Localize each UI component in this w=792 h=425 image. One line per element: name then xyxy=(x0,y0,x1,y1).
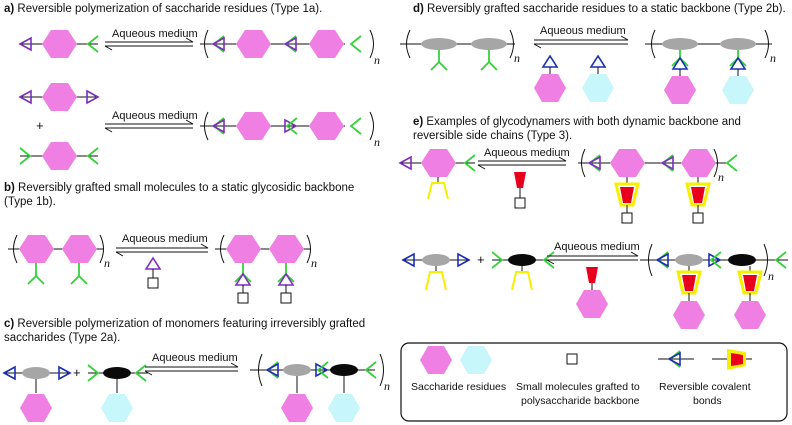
n-subscript: n xyxy=(384,379,390,393)
caption-b-text: Reversibly grafted small molecules to a … xyxy=(4,182,355,208)
caption-a-letter: a) xyxy=(4,3,15,15)
legend-small-molecule-line1: Small molecules grafted to xyxy=(516,381,640,393)
equilibrium-arrow xyxy=(104,37,194,51)
n-subscript: n xyxy=(374,53,380,67)
arrow-label: Aqueous medium xyxy=(554,241,640,253)
n-subscript: n xyxy=(374,135,380,149)
legend-small-molecule-square xyxy=(566,353,578,365)
n-subscript: n xyxy=(104,256,110,270)
legend-box: Saccharide residues Small molecules graf… xyxy=(400,342,788,422)
panel-e-row1: Aqueous medium n xyxy=(398,147,738,224)
purple-triangle-icon xyxy=(144,256,162,270)
panel-e-row2: + Aqueous medium n xyxy=(401,241,788,329)
plus-sign: + xyxy=(73,365,81,380)
caption-e: e) Examples of glycodynamers with both d… xyxy=(413,115,788,143)
arrow-label: Aqueous medium xyxy=(484,147,570,159)
small-molecule-square xyxy=(147,277,159,289)
plus-sign: + xyxy=(36,118,44,133)
caption-a: a) Reversible polymerization of sacchari… xyxy=(4,2,394,16)
saccharide-hexagon xyxy=(42,30,77,58)
caption-c: c) Reversible polymerization of monomers… xyxy=(4,317,374,345)
caption-b: b) Reversibly grafted small molecules to… xyxy=(4,181,376,209)
purple-triangle-icon xyxy=(18,36,32,52)
caption-d-text: Reversibly grafted saccharide residues t… xyxy=(423,3,786,15)
caption-d-letter: d) xyxy=(413,3,424,15)
arrow-label: Aqueous medium xyxy=(122,233,208,245)
caption-e-letter: e) xyxy=(413,116,424,128)
arrow-label: Aqueous medium xyxy=(152,352,238,364)
caption-c-text: Reversible polymerization of monomers fe… xyxy=(4,318,366,344)
legend-small-molecule-line2: polysaccharide backbone xyxy=(521,395,640,407)
panel-d: n Aqueous medium n xyxy=(400,25,776,104)
caption-d: d) Reversibly grafted saccharide residue… xyxy=(413,2,788,16)
legend-saccharide-pink xyxy=(420,346,452,374)
green-fork-icon xyxy=(86,35,99,53)
panel-a-row2: + Aqueous medium n xyxy=(18,83,380,170)
panel-c: + Aqueous medium n xyxy=(2,352,390,422)
red-trapezoid-icon xyxy=(514,172,526,188)
panel-b: n Aqueous medium n xyxy=(8,233,317,304)
arrow-label: Aqueous medium xyxy=(112,28,198,40)
plus-sign: + xyxy=(477,252,485,267)
legend-saccharide-label: Saccharide residues xyxy=(411,381,506,393)
panel-a-row1: Aqueous medium n xyxy=(18,28,380,67)
caption-b-letter: b) xyxy=(4,182,15,194)
n-subscript: n xyxy=(770,51,776,65)
legend-saccharide-cyan xyxy=(460,346,492,374)
caption-a-text: Reversible polymerization of saccharide … xyxy=(14,3,323,15)
n-subscript: n xyxy=(311,256,317,270)
legend-blue-triangle-icon xyxy=(667,351,681,367)
arrow-label: Aqueous medium xyxy=(540,25,626,37)
legend-covalent-line1: Reversible covalent xyxy=(659,381,751,393)
arrow-label: Aqueous medium xyxy=(112,110,198,122)
legend-covalent-line2: bonds xyxy=(693,395,722,407)
n-subscript: n xyxy=(514,51,520,65)
n-subscript: n xyxy=(718,170,724,184)
caption-c-letter: c) xyxy=(4,318,15,330)
n-subscript: n xyxy=(768,269,774,283)
caption-e-text: Examples of glycodynamers with both dyna… xyxy=(413,116,741,142)
